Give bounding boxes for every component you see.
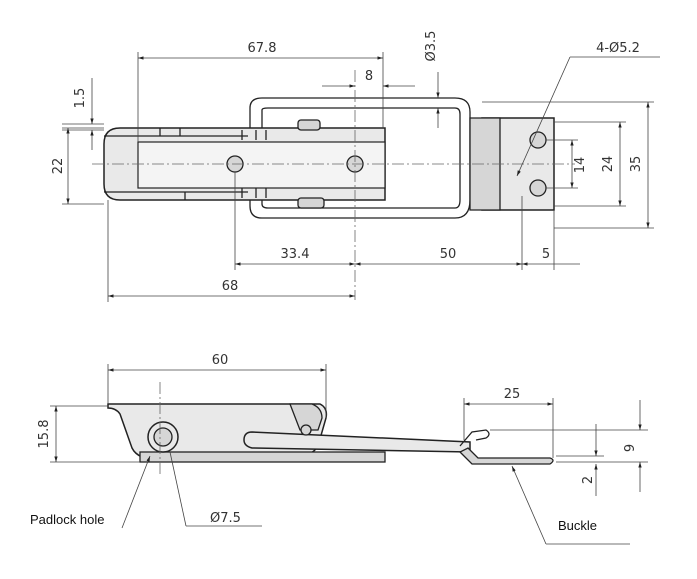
- dim-wire-offset: 8: [365, 69, 373, 84]
- callout-padlock-hole: Padlock hole: [30, 512, 104, 527]
- top-lug: [297, 119, 321, 131]
- dim-center-to-plate: 50: [440, 247, 457, 262]
- dim-height: 15.8: [37, 420, 52, 449]
- dim-hole-dia: Ø7.5: [210, 511, 241, 526]
- side-base: [139, 451, 386, 463]
- side-hinge: [289, 403, 323, 431]
- dim-total-length: 68: [222, 279, 239, 294]
- plate-hole-bottom: [529, 179, 547, 197]
- side-lever: [243, 431, 471, 453]
- leader-hole-dia: [516, 56, 571, 177]
- dim-body-width: 22: [51, 158, 66, 175]
- side-buckle: [458, 447, 554, 465]
- body-edges: [104, 135, 248, 193]
- side-view: 60 15.8 25 9 2 Padlock hole Ø7.5: [30, 353, 648, 545]
- plate-hole-top: [529, 131, 547, 149]
- dim-hole-pitch: 14: [573, 157, 588, 174]
- wire-loop-inner: [261, 107, 461, 209]
- buckle-plate-fold: [469, 117, 501, 211]
- dim-height-offset: 1.5: [73, 88, 88, 109]
- dim-wire-dia: Ø3.5: [424, 31, 439, 62]
- bottom-lug: [297, 197, 325, 209]
- callout-buckle: Buckle: [558, 518, 597, 533]
- padlock-hole-inner: [153, 427, 173, 447]
- side-buckle-hook: [459, 429, 490, 447]
- latch-channel: [137, 141, 386, 189]
- top-view: 67.8 8 Ø3.5 1.5 22 4-Ø5.2 14 24: [51, 31, 660, 302]
- dim-buckle-thickness: 2: [581, 476, 596, 484]
- dim-plate-hole-span: 24: [601, 156, 616, 173]
- body-ticks: [159, 128, 267, 200]
- dim-to-center: 33.4: [281, 247, 310, 262]
- dim-plate-edge: 5: [542, 247, 550, 262]
- dim-body-length: 60: [212, 353, 229, 368]
- leader-padlock-hole: [121, 455, 151, 529]
- dim-hole-count-dia: 4-Ø5.2: [596, 41, 640, 56]
- dim-plate-height: 35: [629, 156, 644, 173]
- leader-buckle: [511, 465, 547, 545]
- lever-pivot: [300, 424, 312, 436]
- dim-overall-length: 67.8: [248, 41, 277, 56]
- dim-buckle-height: 9: [623, 444, 638, 452]
- dim-buckle-length: 25: [504, 387, 521, 402]
